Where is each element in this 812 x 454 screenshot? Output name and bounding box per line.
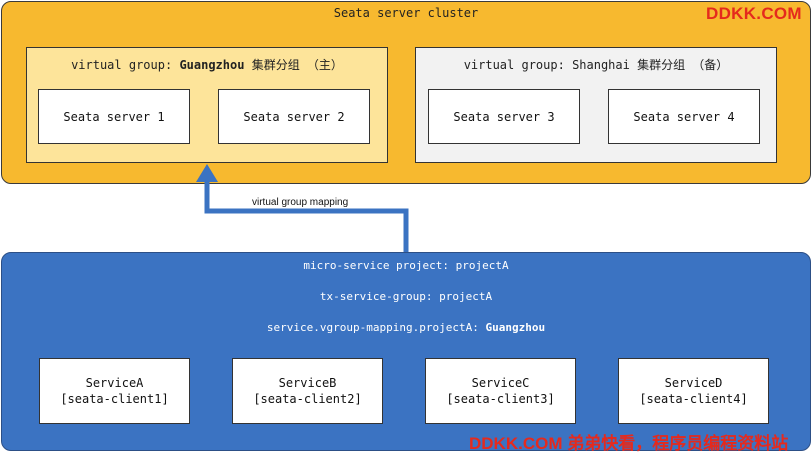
service-name: ServiceC: [471, 376, 530, 390]
seata-server-2: Seata server 2: [218, 89, 370, 144]
group-title-guangzhou: virtual group: Guangzhou 集群分组 （主）: [27, 56, 387, 73]
mapping-label: virtual group mapping: [252, 197, 349, 208]
service-name: ServiceD: [664, 376, 723, 390]
group-title-shanghai: virtual group: Shanghai 集群分组 （备）: [416, 56, 776, 73]
project-name-line: micro-service project: projectA: [303, 259, 509, 272]
service-name: ServiceA: [85, 376, 144, 390]
service-client: [seata-client1]: [60, 392, 169, 406]
vgroup-mapping-key: service.vgroup-mapping.projectA:: [266, 321, 486, 334]
service-d: ServiceD [seata-client4]: [618, 358, 769, 424]
service-client: [seata-client4]: [639, 392, 748, 406]
mapping-arrow-shaft: [204, 180, 409, 252]
watermark-bottom: DDKK.COM 弟弟快看，程序员编程资料站: [469, 434, 789, 453]
vgroup-mapping-value: Guangzhou: [485, 321, 546, 334]
seata-server-1: Seata server 1: [38, 89, 190, 144]
service-b: ServiceB [seata-client2]: [232, 358, 383, 424]
group-name-shanghai: Shanghai: [572, 58, 630, 72]
service-client: [seata-client2]: [253, 392, 362, 406]
service-a: ServiceA [seata-client1]: [39, 358, 190, 424]
watermark-top: DDKK.COM: [706, 4, 802, 23]
vgroup-mapping-line: service.vgroup-mapping.projectA: Guangzh…: [0, 321, 812, 334]
service-name: ServiceB: [278, 376, 337, 390]
group-title-prefix: virtual group:: [463, 58, 573, 72]
cluster-title: Seata server cluster: [333, 6, 479, 20]
seata-server-3: Seata server 3: [428, 89, 580, 144]
group-title-suffix: 集群分组 （备）: [629, 58, 729, 72]
service-client: [seata-client3]: [446, 392, 555, 406]
group-title-prefix: virtual group:: [71, 58, 180, 72]
seata-server-4: Seata server 4: [608, 89, 760, 144]
tx-service-group-line: tx-service-group: projectA: [319, 290, 493, 303]
group-name-guangzhou: Guangzhou: [179, 58, 245, 72]
group-title-suffix: 集群分组 （主）: [244, 58, 343, 72]
service-c: ServiceC [seata-client3]: [425, 358, 576, 424]
